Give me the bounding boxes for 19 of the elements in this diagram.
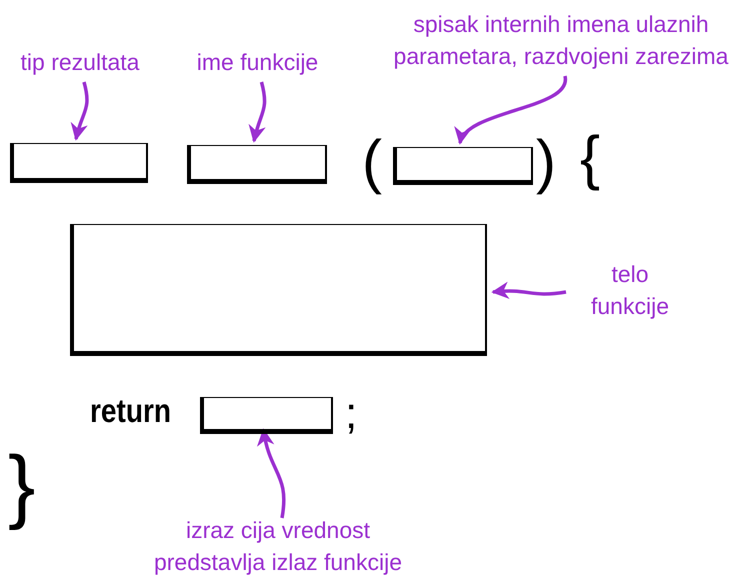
paren-label: (: [362, 132, 382, 192]
annotation-label: tip rezultata: [10, 46, 150, 78]
blank-box: [187, 145, 327, 184]
annotation-label: spisak internih imena ulaznih parametara, razdvojeni zarezima: [370, 8, 752, 72]
blank-box: [10, 143, 148, 183]
annotation-label: ime funkcije: [180, 46, 335, 78]
arrow: [71, 82, 89, 141]
arrow: [249, 82, 266, 143]
blank-box: [393, 147, 533, 185]
arrow: [258, 428, 286, 518]
blank-box: [200, 397, 333, 434]
annotation-label: telo funkcije: [570, 258, 690, 330]
blank-box: [70, 224, 487, 356]
semicolon-label: ;: [345, 392, 358, 436]
paren-label: ): [536, 132, 556, 192]
brace-label: {: [580, 128, 600, 188]
annotation-label: izraz cija vrednost predstavlja izlaz funkcije: [133, 514, 423, 586]
arrow: [491, 282, 566, 300]
keyword-label: return: [90, 394, 172, 427]
